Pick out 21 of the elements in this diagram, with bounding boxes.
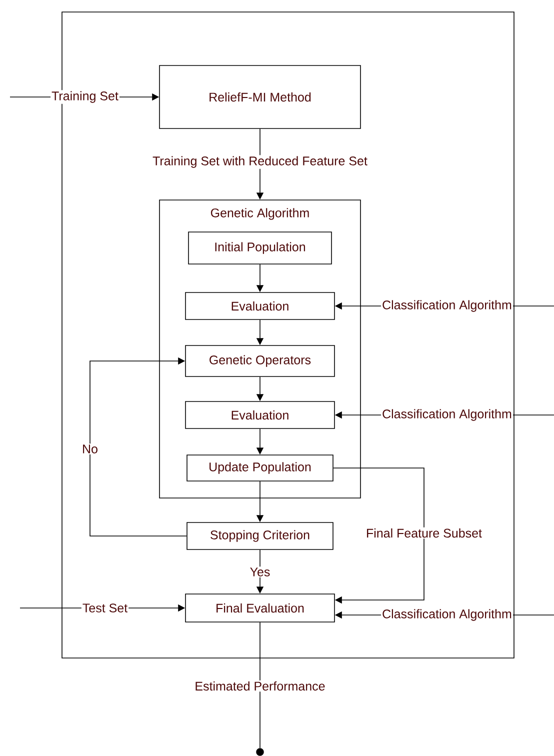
edge-label: Classification Algorithm xyxy=(381,608,513,622)
edge-label: Test Set xyxy=(81,602,129,614)
process-box: Update Population xyxy=(186,454,334,482)
edge-label: Estimated Performance xyxy=(194,680,326,692)
arrow xyxy=(90,357,187,536)
end-dot xyxy=(256,748,264,756)
process-box: Initial Population xyxy=(188,232,332,264)
edge-label: Classification Algorithm xyxy=(381,408,513,422)
edge-label: Classification Algorithm xyxy=(381,299,513,313)
process-box: Evaluation xyxy=(185,401,335,429)
edge-label: Final Feature Subset xyxy=(364,527,483,539)
process-box: Evaluation xyxy=(185,292,335,320)
edge-label: Training Set with Reduced Feature Set xyxy=(152,155,368,169)
arrow xyxy=(333,468,424,604)
process-box: Stopping Criterion xyxy=(186,522,334,550)
edge-label: No xyxy=(81,444,99,454)
process-box: Final Evaluation xyxy=(185,594,335,622)
process-box: ReliefF-MI Method xyxy=(159,65,361,129)
edge-label: Training Set xyxy=(50,90,120,104)
process-box: Genetic Operators xyxy=(185,345,335,377)
edge-label: Yes xyxy=(248,566,272,578)
